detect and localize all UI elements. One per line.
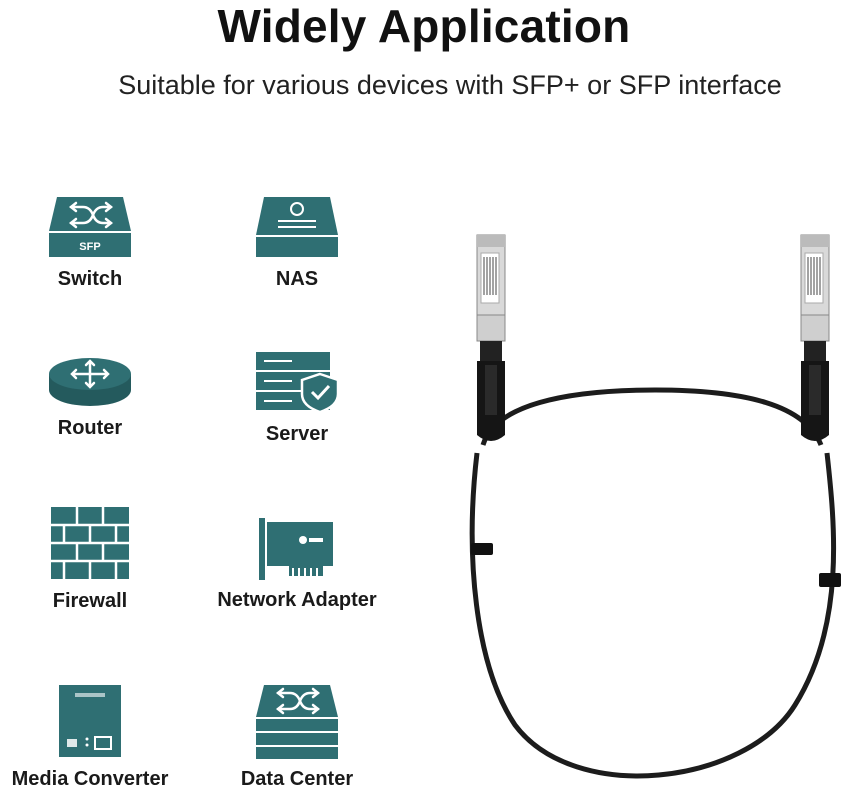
device-nas: NAS <box>187 195 407 291</box>
device-label-server: Server <box>265 423 329 445</box>
switch-badge: SFP <box>79 241 100 253</box>
device-data-center: Data Center <box>187 683 407 791</box>
device-switch: SFP Switch <box>0 195 200 291</box>
device-label-data-center: Data Center <box>240 768 354 790</box>
server-icon <box>256 352 340 414</box>
network-adapter-icon <box>259 518 333 580</box>
device-label-router: Router <box>57 417 123 439</box>
page-subtitle: Suitable for various devices with SFP+ o… <box>118 70 782 100</box>
nas-icon <box>256 197 338 257</box>
device-firewall: Firewall <box>0 505 200 613</box>
device-label-firewall: Firewall <box>52 590 128 612</box>
device-label-switch: Switch <box>57 268 123 290</box>
sfp-connector-right <box>800 234 830 441</box>
page-title: Widely Application <box>217 0 631 52</box>
device-router: Router <box>0 350 200 440</box>
device-media-converter: Media Converter <box>0 683 200 791</box>
dac-cable-image <box>469 234 841 779</box>
data-center-icon <box>256 685 338 759</box>
router-icon <box>49 358 131 406</box>
cable-tie-left <box>471 543 493 555</box>
device-server: Server <box>187 350 407 446</box>
device-label-network-adapter: Network Adapter <box>217 589 377 611</box>
device-network-adapter: Network Adapter <box>187 518 407 612</box>
device-label-nas: NAS <box>275 268 319 290</box>
cable-tie-right <box>819 573 841 587</box>
device-label-media-converter: Media Converter <box>11 768 169 790</box>
cable-loop <box>469 452 837 779</box>
sfp-connector-left <box>476 234 506 441</box>
media-converter-icon <box>59 685 121 757</box>
firewall-icon <box>51 507 129 579</box>
switch-icon: SFP <box>49 197 131 257</box>
